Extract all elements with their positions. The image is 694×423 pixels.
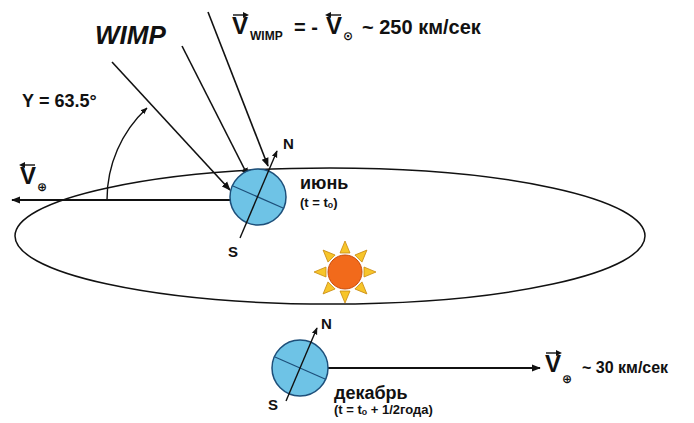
time-label: (t = tₒ + 1/2года) xyxy=(334,403,433,416)
vector-symbol: V xyxy=(326,14,342,38)
pole-label: N xyxy=(321,316,332,331)
vector-arrows xyxy=(19,12,562,356)
pole-label: S xyxy=(268,397,278,412)
vector-symbol: V xyxy=(20,164,36,188)
subscript: ⊕ xyxy=(562,373,572,385)
subscript: ⊙ xyxy=(343,30,353,42)
earth-symbol xyxy=(272,328,328,401)
speed-value: ~ 30 км/сек xyxy=(582,360,668,376)
subscript: ⊕ xyxy=(37,181,47,193)
particle-label: WIMP xyxy=(95,22,166,48)
earth-symbol xyxy=(230,151,286,238)
angle-arc xyxy=(107,108,147,200)
vector-symbol: V xyxy=(232,14,248,38)
velocity-arrow xyxy=(12,199,232,201)
angle-label: Υ = 63.5° xyxy=(22,92,97,110)
subscript: WIMP xyxy=(250,30,283,42)
speed-value: ~ 250 км/сек xyxy=(362,17,481,37)
month-label: июнь xyxy=(300,174,348,192)
orbit-ellipse xyxy=(15,168,645,304)
month-label: декабрь xyxy=(334,384,408,402)
sun-symbol xyxy=(314,241,376,303)
operator: = - xyxy=(294,17,318,37)
pole-label: N xyxy=(283,136,294,151)
time-label: (t = tₒ) xyxy=(300,196,337,209)
vector-symbol: V xyxy=(545,352,561,376)
pole-label: S xyxy=(228,244,238,259)
velocity-arrow xyxy=(328,367,540,369)
